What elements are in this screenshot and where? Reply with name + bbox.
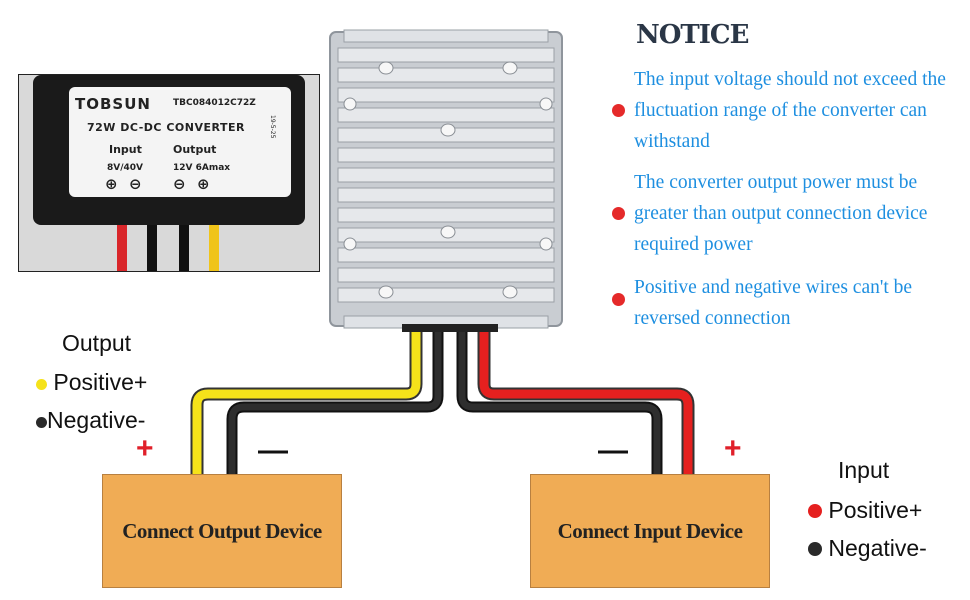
input-positive-wire — [477, 330, 695, 478]
notice-bullet-2 — [612, 207, 625, 220]
notice-item-1: The input voltage should not exceed the … — [634, 69, 946, 152]
input-legend-negative: Negative- — [808, 535, 927, 562]
inset-red-wire — [117, 225, 127, 271]
input-device-label: Connect Input Device — [557, 518, 743, 543]
black-dot-icon — [36, 417, 47, 428]
output-heading: Output — [173, 143, 217, 156]
output-legend-positive: Positive+ — [36, 369, 147, 396]
notice-title: NOTICE — [636, 20, 749, 50]
product-label: TOBSUN TBC084012C72Z 72W DC-DC CONVERTER… — [69, 87, 291, 197]
model-number: TBC084012C72Z — [173, 98, 256, 108]
output-negative-wire — [226, 330, 444, 478]
output-device-label: Connect Output Device — [122, 518, 322, 543]
output-plus-symbol: ⊕ — [197, 175, 210, 193]
output-negative-label: Negative- — [47, 407, 146, 433]
input-plus-mark: + — [724, 432, 742, 465]
spec-text: 72W DC-DC CONVERTER — [87, 121, 245, 134]
output-rating: 12V 6Amax — [173, 163, 231, 173]
input-legend-positive: Positive+ — [808, 497, 922, 524]
brand-text: TOBSUN — [75, 95, 151, 113]
inset-black-wire-1 — [147, 225, 157, 271]
side-code: 19-5-25 — [269, 115, 276, 139]
input-device-box: Connect Input Device — [530, 474, 770, 588]
black-dot-icon — [808, 542, 822, 556]
input-minus-symbol: ⊖ — [129, 175, 142, 193]
red-dot-icon — [808, 504, 822, 518]
notice-item-2: The converter output power must be great… — [634, 172, 928, 255]
inset-yellow-wire — [209, 225, 219, 271]
output-positive-wire — [190, 330, 423, 478]
output-minus-mark: — — [258, 434, 288, 467]
notice-bullet-1 — [612, 104, 625, 117]
output-device-box: Connect Output Device — [102, 474, 342, 588]
input-heading: Input — [109, 143, 142, 156]
input-voltage: 8V/40V — [107, 163, 144, 173]
converter-heatsink — [329, 29, 563, 332]
input-negative-wire — [456, 330, 663, 478]
input-minus-mark: — — [598, 434, 628, 467]
input-negative-label: Negative- — [828, 535, 927, 561]
yellow-dot-icon — [36, 379, 47, 390]
notice-item-3: Positive and negative wires can't be rev… — [634, 277, 913, 329]
output-positive-label: Positive+ — [53, 369, 148, 395]
inset-black-wire-2 — [179, 225, 189, 271]
notice-bullet-3 — [612, 293, 625, 306]
converter-label-inset: TOBSUN TBC084012C72Z 72W DC-DC CONVERTER… — [18, 74, 320, 272]
output-legend-negative: Negative- — [36, 407, 145, 434]
input-plus-symbol: ⊕ — [105, 175, 118, 193]
output-legend-title: Output — [62, 330, 132, 356]
input-legend-title: Input — [838, 457, 890, 483]
output-plus-mark: + — [136, 432, 154, 465]
input-positive-label: Positive+ — [828, 497, 923, 523]
output-minus-symbol: ⊖ — [173, 175, 186, 193]
